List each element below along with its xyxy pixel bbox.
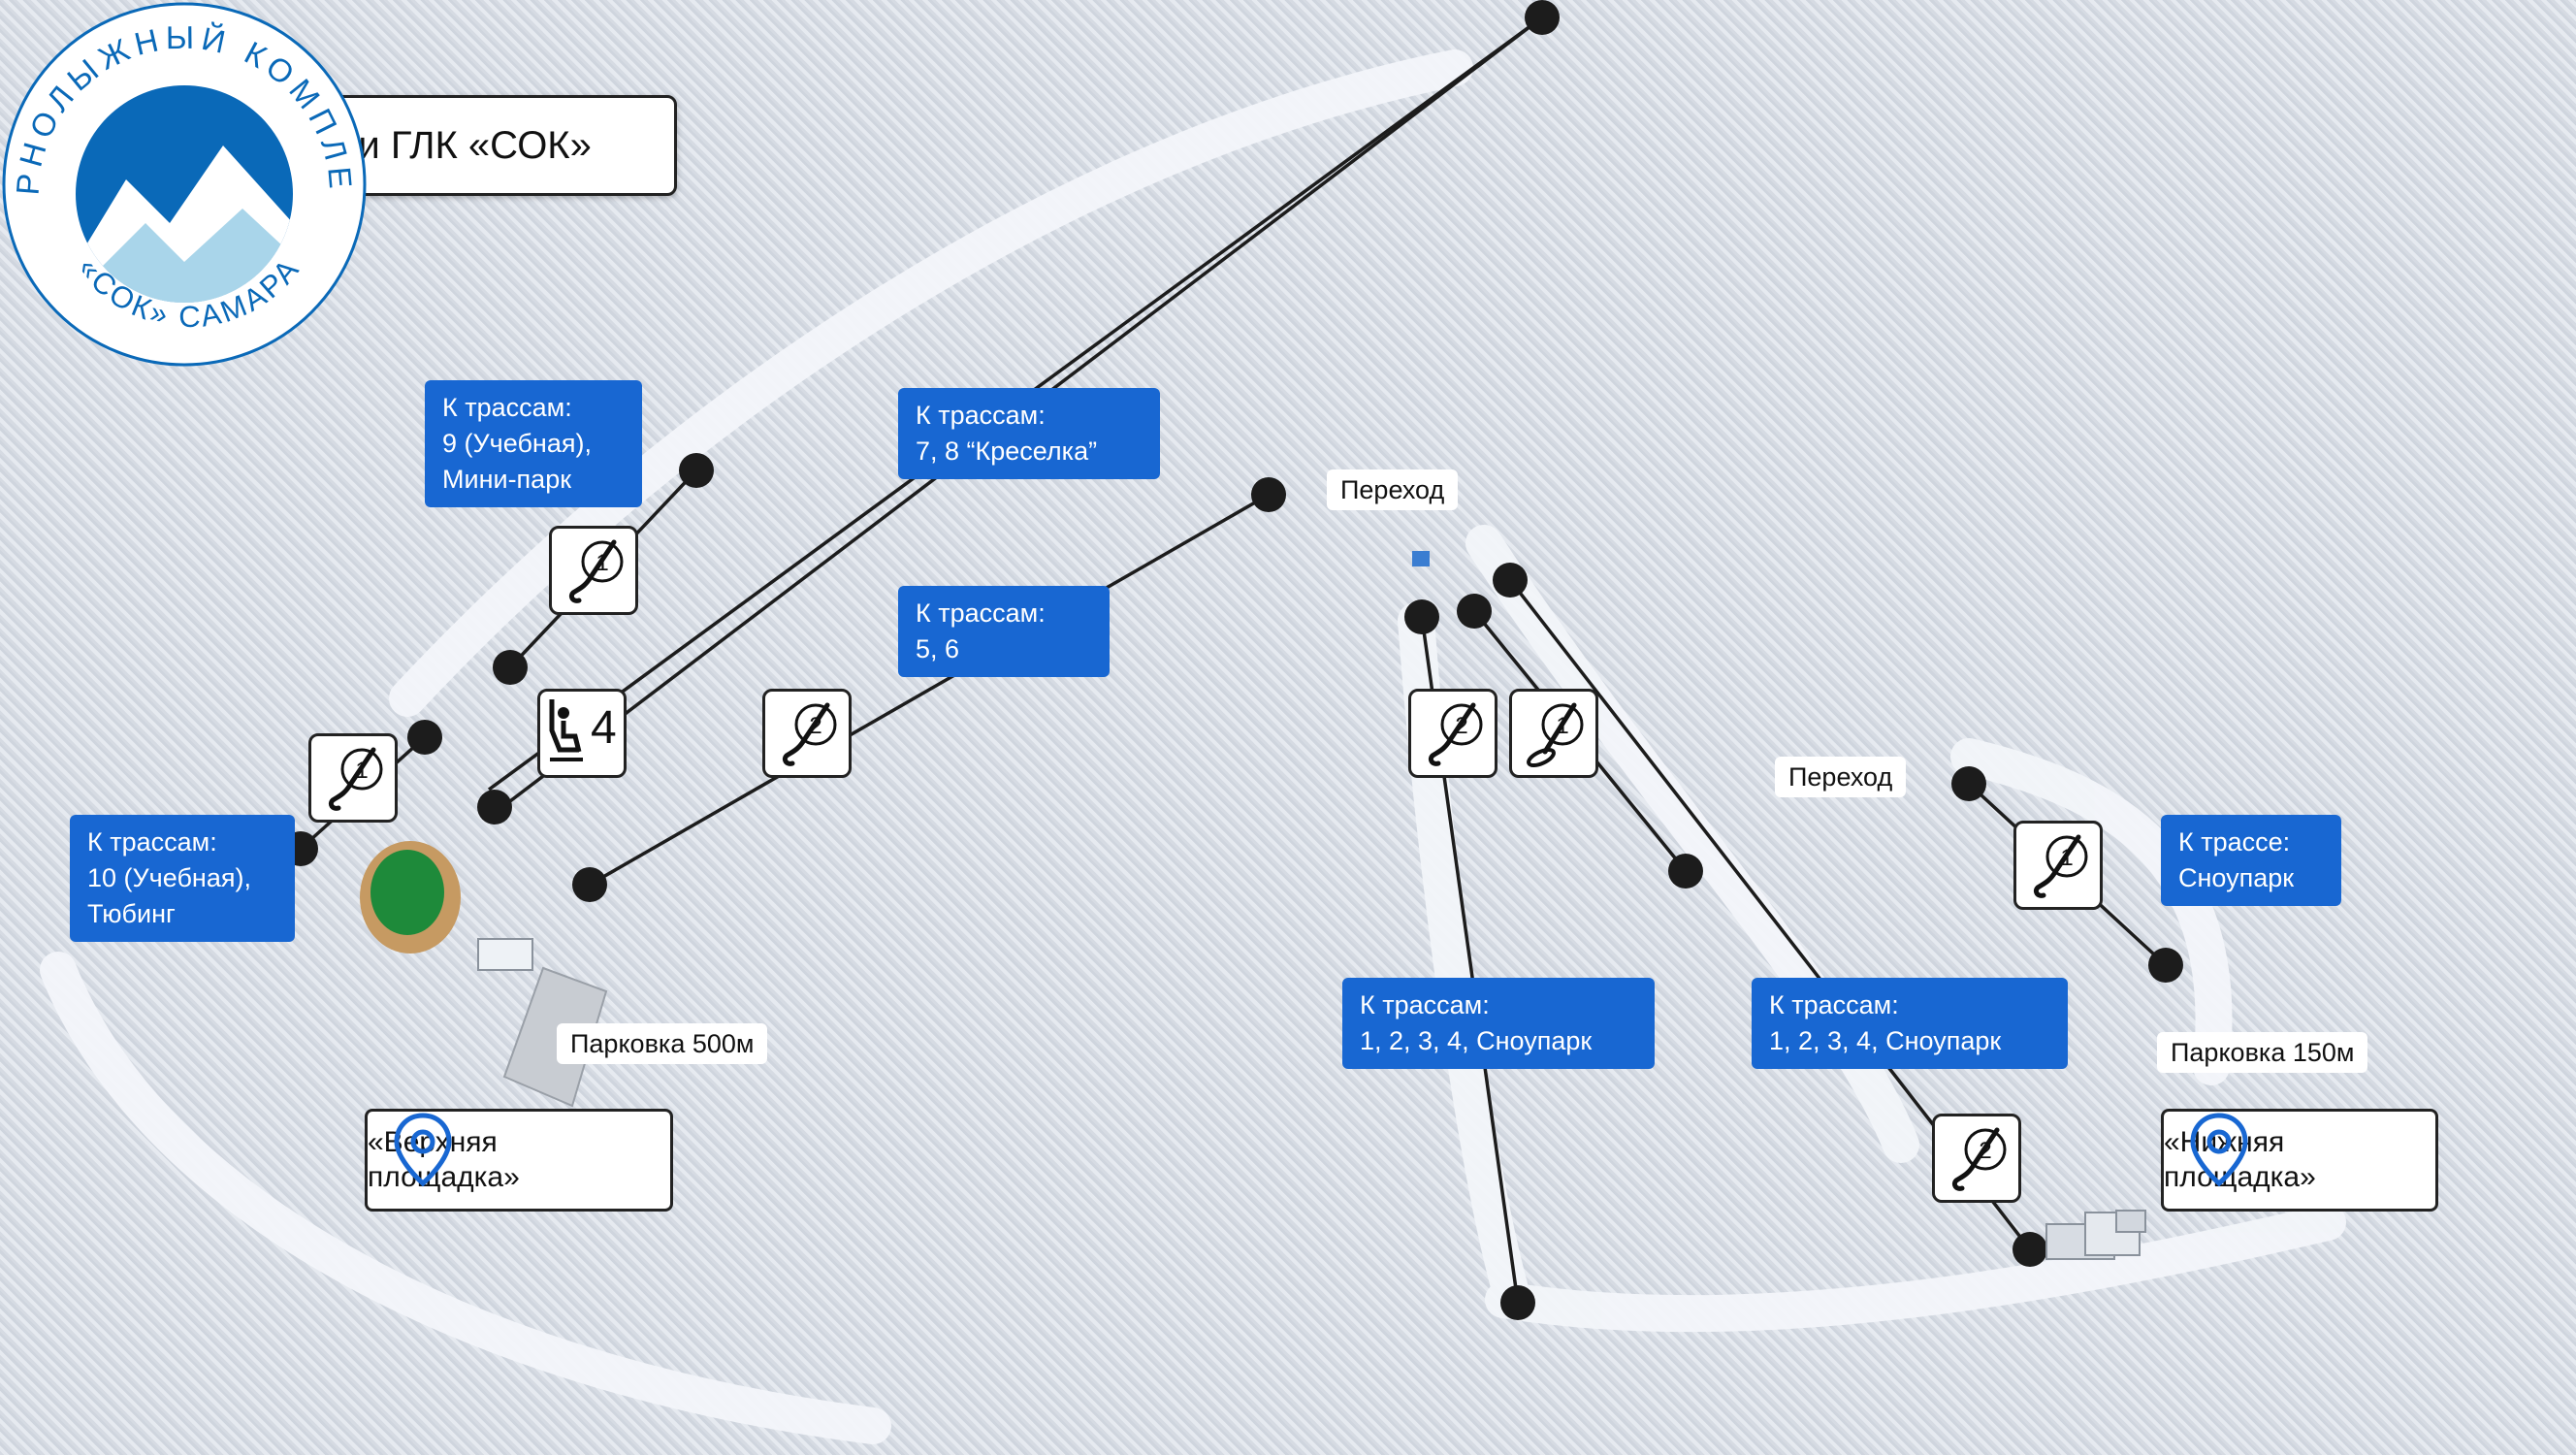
parking-500-label: Парковка 500м bbox=[557, 1023, 768, 1064]
road-upper-loop bbox=[40, 952, 891, 1444]
building-top-hut bbox=[1412, 551, 1430, 566]
road-lower bbox=[1950, 738, 2233, 1085]
destination-label-d4: К трассам: 10 (Учебная), Тюбинг bbox=[70, 815, 295, 942]
road-bottom bbox=[1485, 1204, 2346, 1333]
area-lower-platform: «Нижняя площадка» bbox=[2161, 1109, 2438, 1212]
building-small-upper bbox=[477, 938, 533, 971]
crossing-label-lower: Переход bbox=[1775, 757, 1907, 797]
lift-number: 4 bbox=[591, 702, 617, 754]
station-l3-bottom bbox=[572, 867, 607, 902]
location-pin-icon bbox=[394, 1113, 452, 1187]
resort-logo: ГОРНОЛЫЖНЫЙ КОМПЛЕКС «СОК» САМАРА bbox=[0, 0, 367, 367]
drag-lift-icon[interactable]: 1 bbox=[2013, 821, 2103, 910]
station-l7-bottom bbox=[2012, 1232, 2047, 1267]
parking-150-label: Парковка 150м bbox=[2157, 1032, 2368, 1073]
drag-lift-icon[interactable]: 2 bbox=[1408, 689, 1497, 778]
station-l7-top bbox=[1493, 563, 1528, 598]
station-l5-bottom bbox=[1668, 854, 1703, 889]
station-l4-top bbox=[1404, 599, 1439, 634]
station-l1-top bbox=[679, 453, 714, 488]
drag-lift-icon[interactable]: 1 bbox=[308, 733, 398, 823]
drag-lift-icon[interactable]: 2 bbox=[1932, 1114, 2021, 1203]
road-upper-trail bbox=[389, 49, 1473, 717]
lift-line-l3 bbox=[589, 493, 1270, 887]
destination-label-d6: К трассам: 1, 2, 3, 4, Сноупарк bbox=[1752, 978, 2068, 1069]
station-l6-bottom bbox=[2148, 948, 2183, 983]
station-top-chair bbox=[1525, 0, 1560, 35]
destination-label-d7: К трассе: Сноупарк bbox=[2161, 815, 2341, 906]
destination-label-d1: К трассам: 9 (Учебная), Мини-парк bbox=[425, 380, 642, 507]
station-l6-top bbox=[1951, 766, 1986, 801]
drag-lift-icon[interactable]: 2 bbox=[762, 689, 852, 778]
station-chair-bottom bbox=[477, 790, 512, 824]
trail-right bbox=[1465, 525, 1919, 1163]
crossing-label-top: Переход bbox=[1327, 469, 1459, 510]
station-l5-top bbox=[1457, 594, 1492, 629]
location-pin-icon bbox=[2190, 1113, 2248, 1187]
platter-lift-icon[interactable]: 1 bbox=[1509, 689, 1598, 778]
destination-label-d2: К трассам: 7, 8 “Креселка” bbox=[898, 388, 1160, 479]
station-l4-bottom bbox=[1500, 1285, 1535, 1320]
area-upper-platform: «Верхняя площадка» bbox=[365, 1109, 673, 1212]
green-roof-top bbox=[370, 850, 444, 935]
parking-500-lot bbox=[502, 966, 608, 1108]
station-l2-top bbox=[407, 720, 442, 755]
station-l1-bottom bbox=[493, 650, 528, 685]
destination-label-d5: К трассам: 1, 2, 3, 4, Сноупарк bbox=[1342, 978, 1655, 1069]
building-lower-3 bbox=[2115, 1210, 2146, 1233]
chairlift-icon[interactable]: 4 bbox=[537, 689, 627, 778]
station-l3-top bbox=[1251, 477, 1286, 512]
destination-label-d3: К трассам: 5, 6 bbox=[898, 586, 1110, 677]
drag-lift-icon[interactable]: 1 bbox=[549, 526, 638, 615]
